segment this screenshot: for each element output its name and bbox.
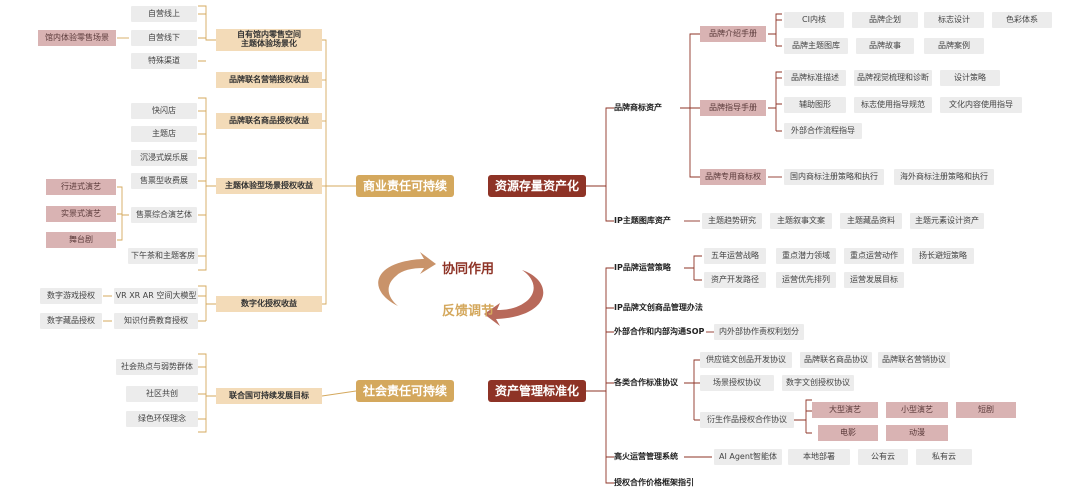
strategy-item[interactable]: 五年运营战略: [704, 248, 766, 264]
derivative-item[interactable]: 动漫: [886, 425, 948, 441]
brand-guide-node[interactable]: 品牌指导手册: [700, 100, 766, 116]
sop-node[interactable]: 外部合作和内部沟通SOP: [614, 327, 705, 337]
guide-item[interactable]: 辅助图形: [784, 97, 846, 113]
digital-item[interactable]: VR XR AR 空间大模型: [114, 288, 198, 304]
retail-item[interactable]: 自营线上: [131, 6, 197, 22]
intro-item[interactable]: 品牌故事: [856, 38, 914, 54]
mgmt-node[interactable]: 资产管理标准化: [488, 380, 586, 402]
guide-item[interactable]: 外部合作流程指导: [784, 123, 862, 139]
ip-lib-node[interactable]: IP主题图库资产: [614, 216, 671, 226]
system-item[interactable]: 私有云: [916, 449, 972, 465]
pricing-node[interactable]: 授权合作价格框架指引: [614, 478, 694, 488]
tm-item[interactable]: 海外商标注册策略和执行: [894, 169, 994, 185]
iplib-item[interactable]: 主题藏品资料: [840, 213, 902, 229]
strategy-item[interactable]: 资产开发路径: [704, 272, 766, 288]
intro-item[interactable]: 品牌企划: [852, 12, 918, 28]
strategy-item[interactable]: 运营发展目标: [844, 272, 904, 288]
social-item[interactable]: 社区共创: [126, 386, 198, 402]
scene-item[interactable]: 主题店: [131, 126, 197, 142]
contract-item[interactable]: 数字文创授权协议: [782, 375, 854, 391]
digital-node[interactable]: 数字化授权收益: [216, 296, 322, 312]
digital-sub[interactable]: 数字游戏授权: [40, 288, 102, 304]
sop-item[interactable]: 内外部协作责权利划分: [714, 324, 804, 340]
asset-node[interactable]: 资源存量资产化: [488, 175, 586, 197]
guide-item[interactable]: 标志使用指导规范: [854, 97, 932, 113]
contract-item[interactable]: 品牌联名商品协议: [800, 352, 872, 368]
feedback-label: 反馈调节: [442, 304, 495, 319]
iplib-item[interactable]: 主题元素设计资产: [910, 213, 984, 229]
brand-tm-node[interactable]: 品牌专用商标权: [700, 169, 766, 185]
scene-item[interactable]: 下午茶和主题客房: [128, 248, 198, 264]
retail-item[interactable]: 特殊渠道: [131, 53, 197, 69]
retail-item[interactable]: 自营线下: [131, 30, 197, 46]
guide-item[interactable]: 品牌视觉梳理和诊断: [854, 70, 932, 86]
contract-item[interactable]: 供应链文创品开发协议: [700, 352, 792, 368]
system-item[interactable]: AI Agent智能体: [714, 449, 782, 465]
system-node[interactable]: 高火运营管理系统: [614, 452, 678, 462]
scene-sub[interactable]: 舞台剧: [46, 232, 116, 248]
brand-intro-node[interactable]: 品牌介绍手册: [700, 26, 766, 42]
strategy-item[interactable]: 重点运营动作: [844, 248, 904, 264]
intro-item[interactable]: CI内核: [784, 12, 844, 28]
cycle-arrows: [378, 252, 544, 326]
social-goal-node[interactable]: 联合国可持续发展目标: [216, 388, 322, 404]
guide-item[interactable]: 设计策略: [940, 70, 1000, 86]
iplib-item[interactable]: 主题叙事文案: [770, 213, 832, 229]
brand-asset-node[interactable]: 品牌商标资产: [614, 103, 662, 113]
scene-sub[interactable]: 行进式演艺: [46, 179, 116, 195]
brand-joint-node[interactable]: 品牌联名营销授权收益: [216, 72, 322, 88]
retail-sub[interactable]: 馆内体验零售场景: [38, 30, 116, 46]
intro-item[interactable]: 标志设计: [924, 12, 984, 28]
contract-item[interactable]: 场景授权协议: [700, 375, 774, 391]
product-joint-node[interactable]: 品牌联名商品授权收益: [216, 113, 322, 129]
contracts-node[interactable]: 各类合作标准协议: [614, 378, 678, 388]
derivative-item[interactable]: 小型演艺: [886, 402, 948, 418]
digital-item[interactable]: 知识付费教育授权: [114, 313, 198, 329]
retail-space-node[interactable]: 自有馆内零售空间 主题体验场景化: [216, 29, 322, 51]
derivative-item[interactable]: 大型演艺: [812, 402, 878, 418]
retail-label: 自有馆内零售空间 主题体验场景化: [237, 30, 301, 48]
social-item[interactable]: 社会热点与弱势群体: [116, 359, 198, 375]
social-item[interactable]: 绿色环保理念: [126, 411, 198, 427]
derivative-item[interactable]: 短剧: [956, 402, 1016, 418]
social-node[interactable]: 社会责任可持续: [356, 380, 454, 402]
derivative-item[interactable]: 电影: [818, 425, 878, 441]
ip-method-node[interactable]: IP品牌文创商品管理办法: [614, 303, 703, 313]
scene-item[interactable]: 快闪店: [131, 103, 197, 119]
system-item[interactable]: 本地部署: [788, 449, 850, 465]
synergy-label: 协同作用: [442, 262, 495, 277]
ip-strategy-node[interactable]: IP品牌运营策略: [614, 263, 671, 273]
intro-item[interactable]: 色彩体系: [992, 12, 1052, 28]
iplib-item[interactable]: 主题趋势研究: [702, 213, 762, 229]
scene-item[interactable]: 售票型收费展: [131, 173, 197, 189]
strategy-item[interactable]: 扬长避短策略: [912, 248, 974, 264]
strategy-item[interactable]: 重点潜力领域: [776, 248, 836, 264]
scene-node[interactable]: 主题体验型场景授权收益: [216, 178, 322, 194]
intro-item[interactable]: 品牌案例: [924, 38, 984, 54]
guide-item[interactable]: 文化内容使用指导: [940, 97, 1022, 113]
contract-item[interactable]: 衍生作品授权合作协议: [700, 412, 794, 428]
guide-item[interactable]: 品牌标准描述: [784, 70, 846, 86]
tm-item[interactable]: 国内商标注册策略和执行: [784, 169, 884, 185]
scene-item[interactable]: 沉浸式娱乐展: [131, 150, 197, 166]
strategy-item[interactable]: 运营优先排列: [776, 272, 836, 288]
scene-sub[interactable]: 实景式演艺: [46, 206, 116, 222]
intro-item[interactable]: 品牌主题图库: [784, 38, 848, 54]
contract-item[interactable]: 品牌联名营销协议: [878, 352, 950, 368]
scene-item[interactable]: 售票综合演艺体: [131, 207, 197, 223]
digital-sub[interactable]: 数字藏品授权: [40, 313, 102, 329]
commerce-node[interactable]: 商业责任可持续: [356, 175, 454, 197]
system-item[interactable]: 公有云: [858, 449, 908, 465]
